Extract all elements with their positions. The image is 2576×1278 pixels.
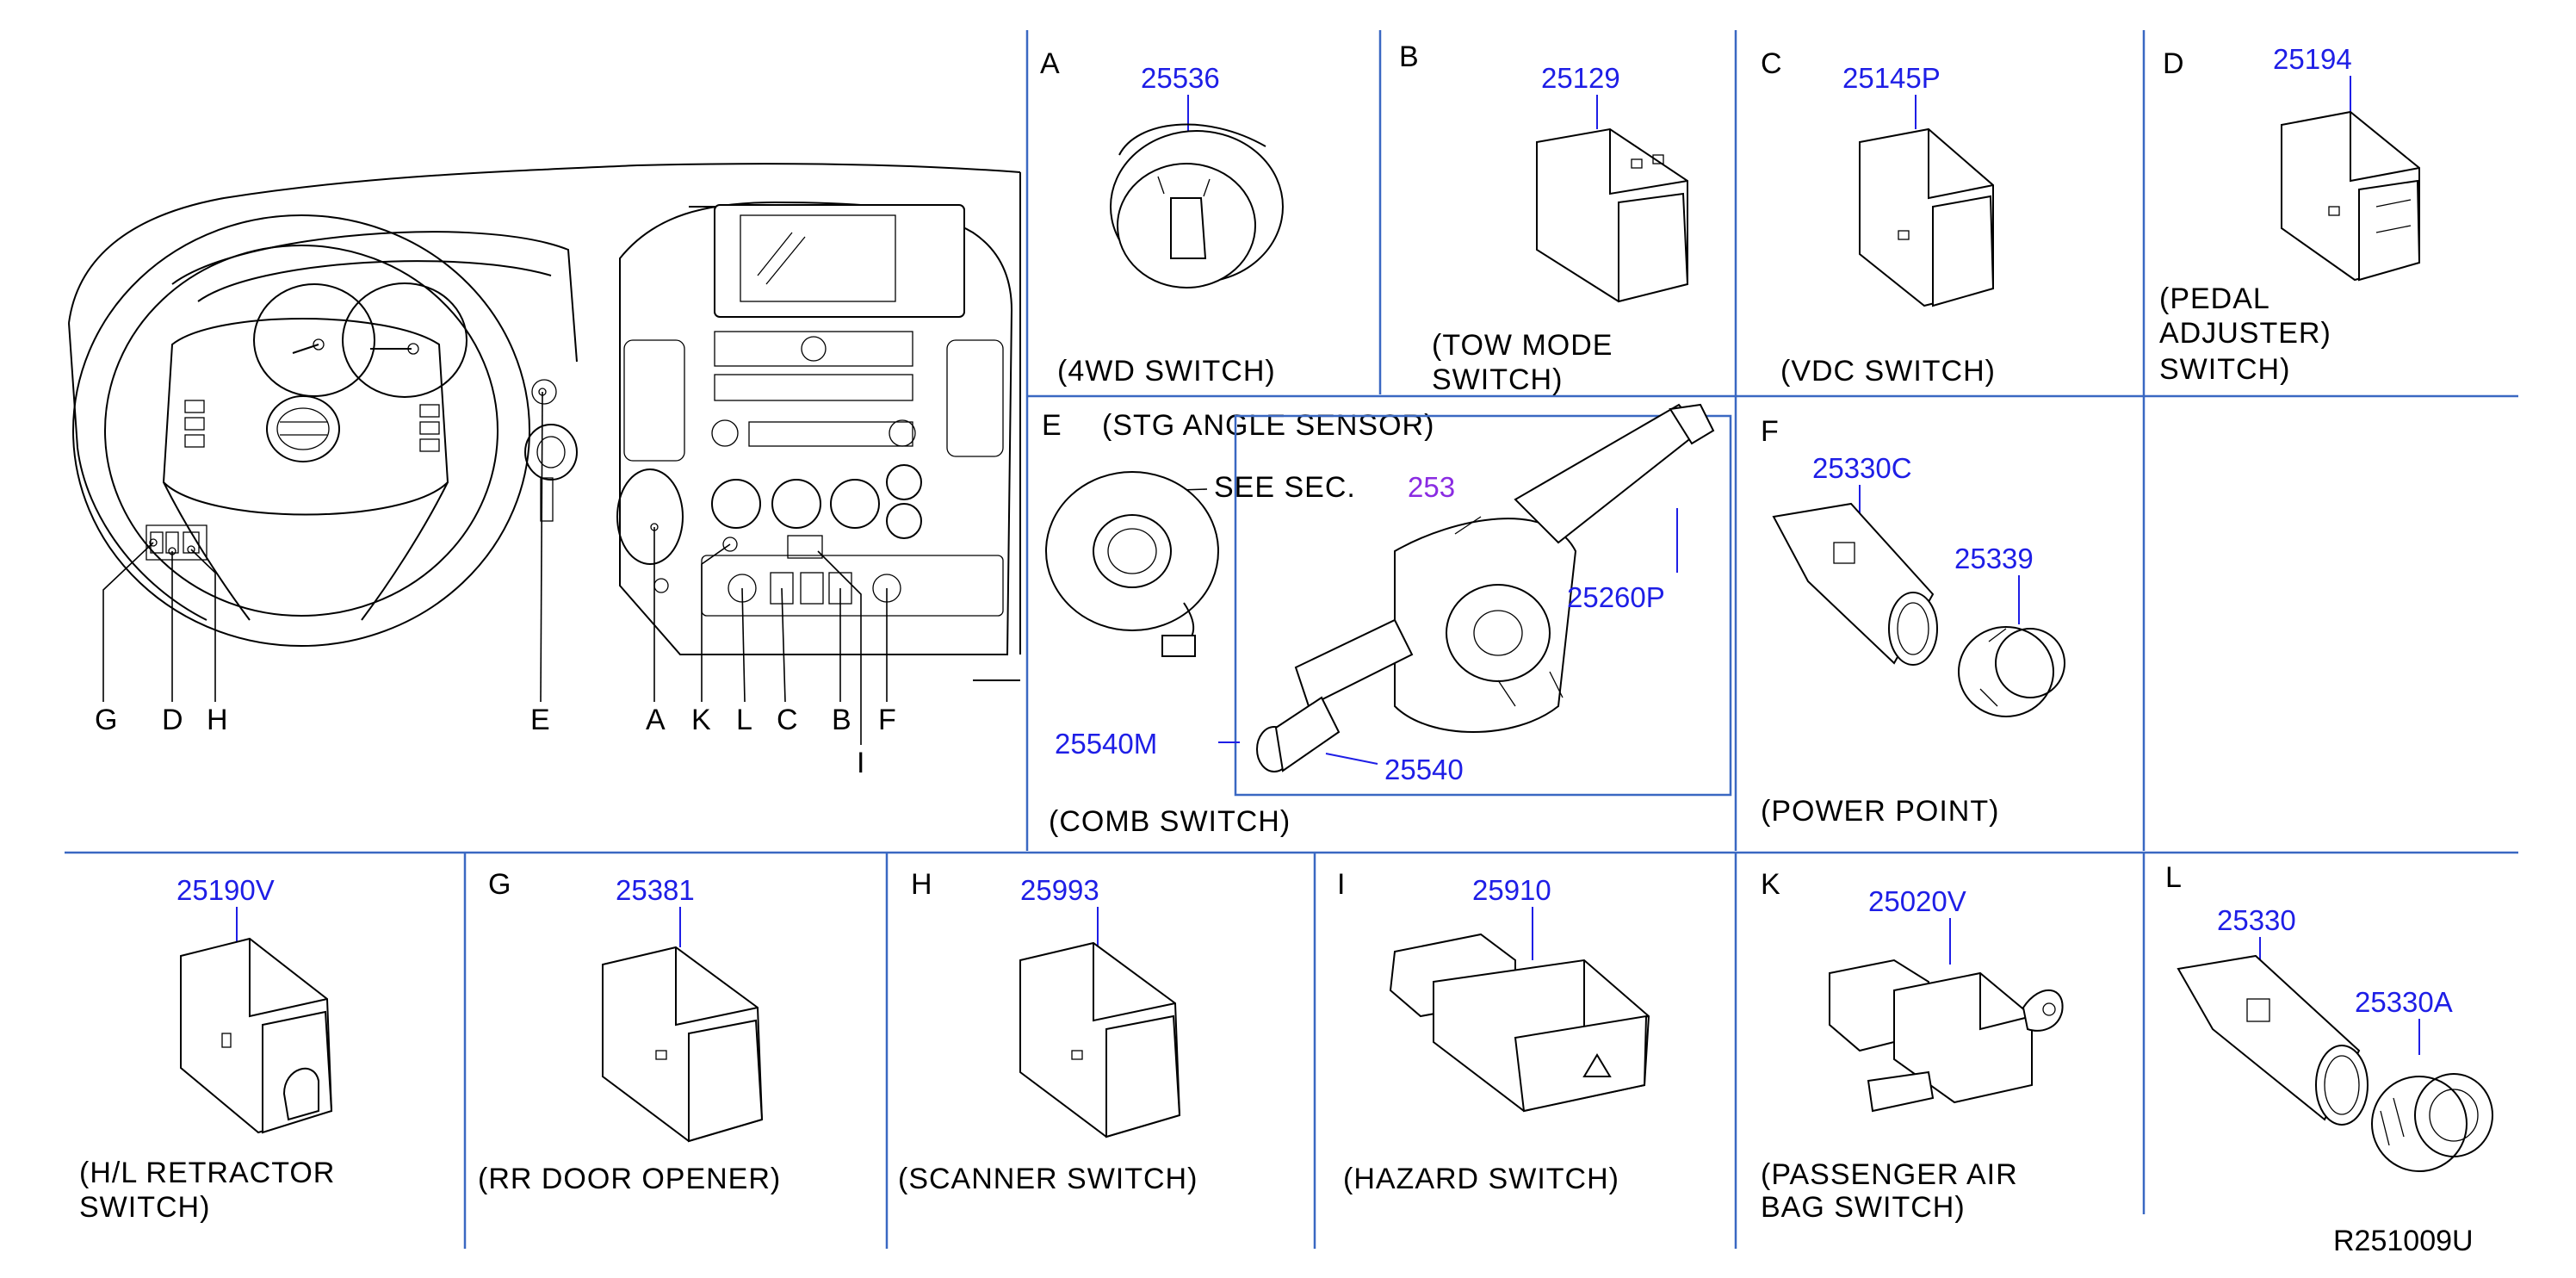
vdc-switch-icon [1859, 127, 1995, 307]
part-number-25536: 25536 [1141, 62, 1220, 94]
cell-h: H 25993 (SCANNER SWITCH) [898, 868, 1198, 1195]
caption-power-point: (POWER POINT) [1761, 795, 1999, 828]
callout-A: A [646, 704, 666, 736]
caption-4wd-switch: (4WD SWITCH) [1057, 355, 1276, 388]
part-number-25190V: 25190V [176, 874, 275, 906]
cell-letter-k: K [1761, 868, 1780, 901]
part-number-25910: 25910 [1472, 874, 1551, 906]
power-point-cap-icon [1958, 626, 2065, 717]
caption-hl-line2: SWITCH) [79, 1191, 210, 1224]
caption-vdc-switch: (VDC SWITCH) [1780, 355, 1996, 388]
callout-E: E [530, 704, 550, 736]
part-number-25339: 25339 [1954, 543, 2034, 574]
scanner-switch-icon [1019, 941, 1181, 1138]
hazard-switch-icon [1389, 933, 1650, 1113]
stg-angle-sensor-label: (STG ANGLE SENSOR) [1102, 409, 1434, 442]
caption-hazard-switch: (HAZARD SWITCH) [1343, 1163, 1619, 1195]
cell-f: F 25330C 25339 (POWER POINT) [1761, 415, 2065, 828]
part-number-25330A: 25330A [2355, 986, 2453, 1018]
cell-letter-a: A [1040, 47, 1060, 80]
cell-letter-h: H [911, 868, 932, 901]
caption-air-bag-line1: (PASSENGER AIR [1761, 1158, 2018, 1191]
callout-H: H [207, 704, 228, 736]
comb-switch-icon [1256, 403, 1715, 772]
caption-pedal-line3: SWITCH) [2159, 353, 2290, 386]
cell-i: I 25910 (HAZARD SWITCH) [1337, 868, 1650, 1195]
part-number-25194: 25194 [2273, 43, 2352, 75]
caption-tow-mode-line1: (TOW MODE [1432, 329, 1613, 362]
caption-comb-switch: (COMB SWITCH) [1049, 805, 1291, 838]
cell-letter-b: B [1399, 40, 1419, 73]
cell-letter-l: L [2165, 861, 2182, 894]
part-number-25381: 25381 [616, 874, 695, 906]
see-sec-label: SEE SEC. [1214, 471, 1356, 504]
hl-retractor-switch-icon [180, 937, 333, 1134]
grid-lines [65, 30, 2518, 1249]
callout-C: C [777, 704, 798, 736]
diagram-code: R251009U [2333, 1225, 2474, 1257]
cell-g: G 25381 (RR DOOR OPENER) [478, 868, 781, 1195]
cell-c: C 25145P (VDC SWITCH) [1761, 47, 1996, 388]
part-number-25260P: 25260P [1567, 581, 1665, 613]
cell-letter-i: I [1337, 868, 1345, 901]
rr-door-opener-switch-icon [602, 946, 764, 1143]
part-number-25330C: 25330C [1812, 452, 1912, 484]
tow-mode-switch-icon [1536, 127, 1689, 303]
part-number-25330: 25330 [2217, 904, 2296, 936]
caption-scanner-switch: (SCANNER SWITCH) [898, 1163, 1198, 1195]
part-number-25020V: 25020V [1868, 885, 1966, 917]
caption-pedal-line1: (PEDAL [2159, 282, 2270, 315]
stg-angle-sensor-icon [1045, 471, 1219, 657]
caption-rr-door-opener: (RR DOOR OPENER) [478, 1163, 781, 1195]
caption-air-bag-line2: BAG SWITCH) [1761, 1191, 1966, 1224]
pedal-adjuster-switch-icon [2281, 110, 2421, 282]
callout-K: K [691, 704, 711, 736]
part-number-25145P: 25145P [1842, 62, 1941, 94]
cigar-socket-icon [2177, 954, 2369, 1126]
part-number-25993: 25993 [1020, 874, 1099, 906]
cell-k: K 25020V (PASSENGER AIR BAG SWITCH) [1761, 868, 2064, 1224]
cell-e: E (STG ANGLE SENSOR) SEE SEC. 253 25260P [1042, 403, 1732, 838]
cell-b: B 25129 (TOW MODE SWITCH) [1399, 40, 1689, 396]
power-point-socket-icon [1772, 502, 1938, 666]
cell-letter-c: C [1761, 47, 1782, 80]
caption-tow-mode-line2: SWITCH) [1432, 363, 1563, 396]
cell-letter-e: E [1042, 409, 1062, 442]
cigar-lighter-icon [2371, 1073, 2493, 1172]
cell-a: A 25536 (4WD SWITCH) [1040, 47, 1284, 388]
caption-hl-line1: (H/L RETRACTOR [79, 1157, 335, 1189]
dashboard-overview [68, 163, 1021, 745]
cell-letter-g: G [488, 868, 511, 901]
callout-B: B [832, 704, 851, 736]
cell-letter-f: F [1761, 415, 1779, 448]
cell-hl: 25190V (H/L RETRACTOR SWITCH) [79, 874, 335, 1224]
section-ref-253: 253 [1408, 471, 1455, 503]
cell-l: L 25330 25330A [2165, 861, 2493, 1172]
callout-G: G [95, 704, 117, 736]
caption-pedal-line2: ADJUSTER) [2159, 317, 2331, 350]
part-number-25540M: 25540M [1055, 728, 1157, 760]
callout-D: D [162, 704, 183, 736]
part-number-25129: 25129 [1541, 62, 1620, 94]
air-bag-switch-icon [1829, 958, 2064, 1113]
callout-F: F [878, 704, 896, 736]
callout-I: I [857, 747, 864, 779]
cell-letter-d: D [2163, 47, 2184, 80]
cell-d: D 25194 (PEDAL ADJUSTER) SWITCH) [2159, 43, 2421, 386]
4wd-switch-icon [1110, 123, 1284, 288]
callout-L: L [736, 704, 752, 736]
overview-callouts: G D H E A K L C B F I [95, 704, 896, 779]
part-number-25540: 25540 [1384, 754, 1464, 785]
